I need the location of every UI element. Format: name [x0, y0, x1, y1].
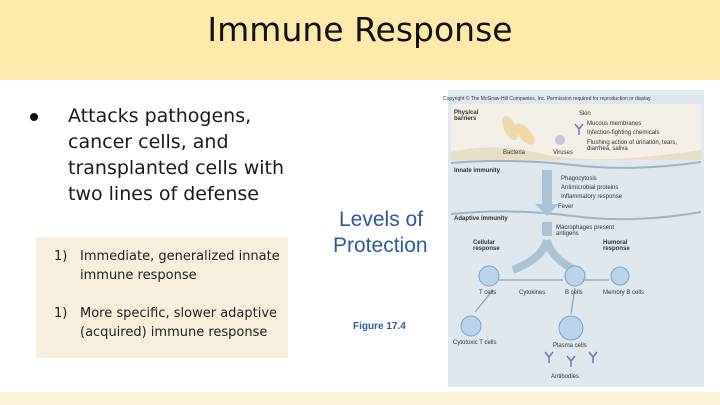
label-viruses: Viruses — [553, 150, 573, 156]
label-plasma-cells: Plasma cells — [553, 343, 587, 349]
bullet-dot-icon — [30, 113, 38, 121]
arrow-shaft — [542, 222, 552, 236]
levels-of-protection-figure: Copyright © The McGraw-Hill Companies, I… — [313, 90, 704, 387]
title-bar — [0, 0, 720, 80]
figure-left-panel — [313, 90, 448, 387]
list-text: More specific, slower adaptive (acquired… — [80, 306, 278, 340]
list-text: Immediate, generalized innate immune res… — [80, 249, 280, 283]
divider-line — [450, 159, 702, 169]
divider-line — [450, 210, 702, 221]
figure-heading-line2: Protection — [333, 234, 428, 257]
label-physical-barriers: Physical barriers — [454, 110, 479, 122]
connector-line — [474, 289, 494, 313]
bullet-text: Attacks pathogens, cancer cells, and tra… — [68, 105, 285, 205]
label-fever: Fever — [558, 204, 574, 210]
label-inflammatory: Inflammatory response — [561, 194, 623, 200]
connector-line — [570, 287, 576, 315]
figure-graphic — [313, 90, 704, 387]
defense-lines-box: 1) Immediate, generalized innate immune … — [36, 237, 288, 358]
label-infection-fighting: Infection-fighting chemicals — [587, 130, 660, 136]
label-antibodies: Antibodies — [551, 374, 580, 380]
memory-b-cell-icon — [610, 266, 630, 286]
label-phagocytosis: Phagocytosis — [561, 176, 597, 182]
list-number: 1) — [54, 306, 68, 321]
arrow-down-icon — [535, 204, 559, 216]
t-cell-icon — [478, 265, 500, 287]
cytotoxic-t-cell-icon — [460, 315, 482, 337]
virus-icon — [555, 135, 565, 145]
label-memory-b-cells: Memory B cells — [603, 290, 645, 296]
label-mucous-membranes: Mucous membranes — [587, 121, 642, 127]
antibodies-icon — [544, 351, 598, 367]
label-adaptive-immunity: Adaptive immunity — [454, 216, 508, 222]
plasma-cell-icon — [558, 315, 584, 341]
bottom-strip — [0, 392, 720, 405]
label-t-cells: T cells — [479, 290, 497, 296]
arrow-shaft — [542, 170, 552, 206]
label-innate-immunity: Innate immunity — [454, 168, 501, 174]
bacteria-icon — [515, 123, 535, 145]
bacteria-icon — [502, 115, 518, 141]
label-cytotoxic-t-cells: Cytotoxic T cells — [453, 340, 497, 346]
list-number: 1) — [54, 249, 68, 264]
b-cell-icon — [564, 265, 586, 287]
label-antimicrobial: Antimicrobial proteins — [561, 185, 619, 191]
figure-caption: Figure 17.4 — [353, 321, 406, 332]
slide-title: Immune Response — [207, 10, 513, 49]
label-humoral-response: Humoral response — [603, 240, 630, 252]
skin-layer — [451, 147, 701, 160]
label-bacteria: Bacteria — [503, 150, 526, 156]
copyright-text: Copyright © The McGraw-Hill Companies, I… — [443, 96, 652, 102]
antibody-icon — [574, 123, 584, 135]
label-cellular-response: Cellular response — [473, 240, 500, 252]
label-skin: Skin — [579, 111, 591, 117]
label-cytokines: Cytokines — [519, 290, 546, 296]
label-b-cells: B cells — [565, 290, 583, 296]
label-flushing: Flushing action of urination, tears, dia… — [587, 140, 678, 152]
figure-heading-line1: Levels of — [339, 208, 424, 231]
label-macrophages: Macrophages present antigens — [556, 225, 615, 237]
